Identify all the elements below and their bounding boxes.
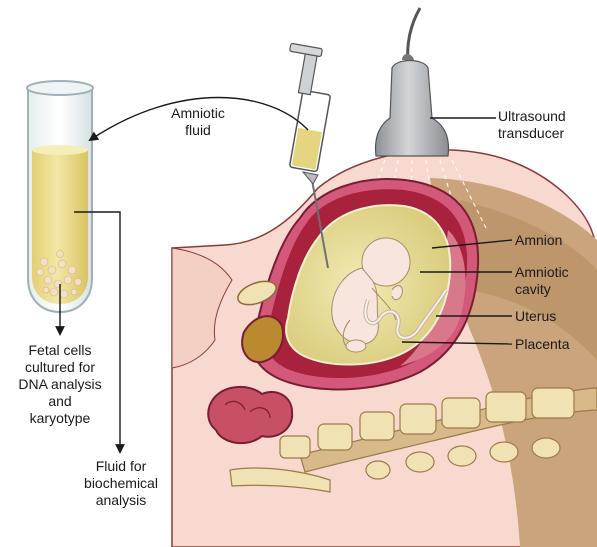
ultrasound-transducer <box>374 7 450 157</box>
syringe <box>289 42 331 269</box>
arrow-fluid-to-tube <box>88 96 309 142</box>
fetus <box>331 237 448 353</box>
pubic-bone <box>237 280 277 306</box>
arrow-to-biochemical <box>74 211 125 454</box>
label-fetal-cells: Fetal cells cultured for DNA analysis an… <box>18 342 102 426</box>
label-fluid-biochemical: Fluid for biochemical analysis <box>84 458 158 508</box>
spine <box>229 387 597 493</box>
label-amniotic-cavity: Amniotic cavity <box>515 264 569 297</box>
leader-amnion <box>431 239 513 249</box>
leader-placenta <box>401 341 513 345</box>
label-ultrasound-transducer: Ultrasound transducer <box>498 108 566 141</box>
bladder <box>241 315 284 364</box>
pelvic-organs <box>207 280 294 445</box>
label-placenta: Placenta <box>515 336 570 352</box>
label-amnion: Amnion <box>515 232 563 248</box>
syringe-needle <box>311 179 329 269</box>
transducer-body <box>374 59 450 157</box>
connectors <box>55 96 513 454</box>
label-uterus: Uterus <box>515 308 557 324</box>
fetal-head <box>361 237 411 287</box>
fetal-cells <box>36 250 82 299</box>
label-amniotic-fluid: Amniotic fluid <box>171 105 225 138</box>
rectum <box>207 386 294 445</box>
test-tube <box>26 80 94 314</box>
